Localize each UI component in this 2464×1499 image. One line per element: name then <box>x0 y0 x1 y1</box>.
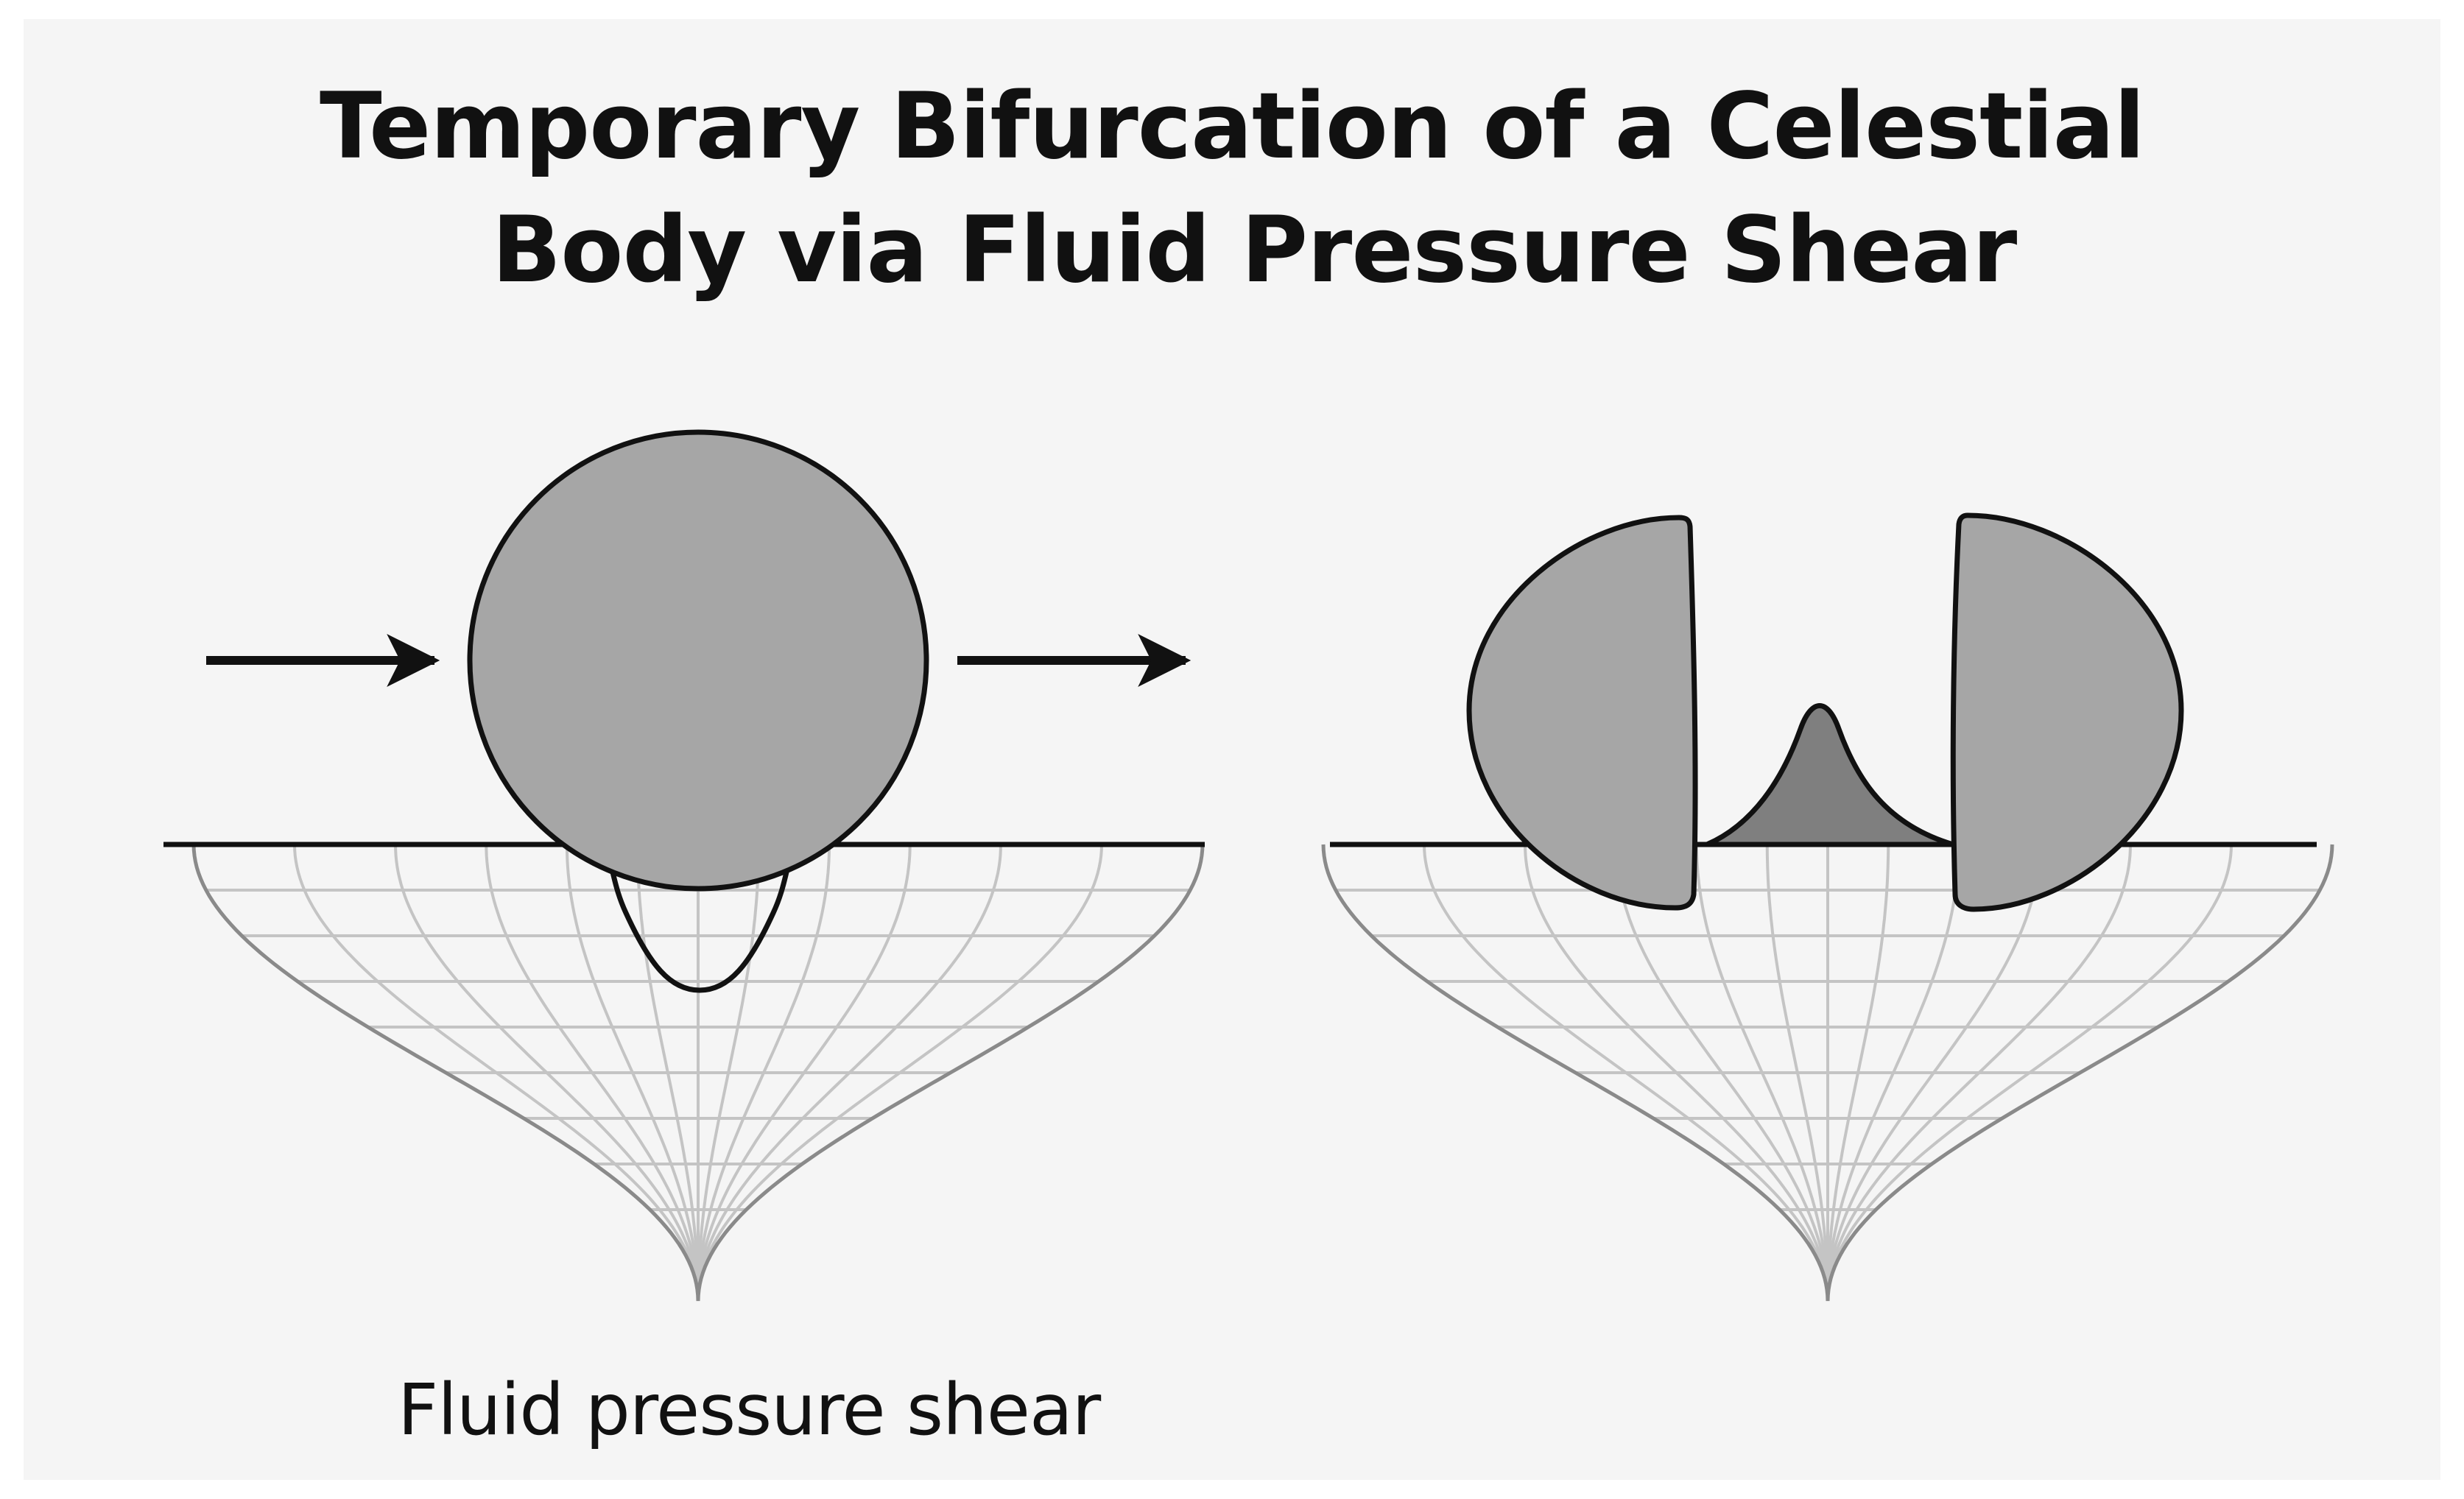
body-half-right <box>1950 512 2184 912</box>
grid-meridian <box>636 844 700 1301</box>
grid-meridian <box>1826 844 2233 1302</box>
left-stage <box>163 429 1205 1302</box>
figure-title: Temporary Bifurcation of a Celestial Bod… <box>0 65 2464 312</box>
grid-meridian <box>1765 844 1829 1301</box>
grid-meridian <box>1614 844 1829 1302</box>
grid-meridian <box>1826 844 2041 1302</box>
grid-meridian <box>565 844 700 1302</box>
gravity-well-outline-right <box>1321 844 2334 1302</box>
title-line-1: Temporary Bifurcation of a Celestial <box>320 74 2145 180</box>
grid-meridian <box>1694 844 1829 1302</box>
grid-meridian <box>1826 844 1961 1302</box>
grid-meridian <box>697 844 761 1301</box>
grid-meridian <box>1826 844 2132 1302</box>
central-peak <box>1706 703 1954 847</box>
grid-meridian <box>697 844 831 1302</box>
grid-meridian <box>1524 844 1829 1302</box>
gravity-well-outline-left <box>191 844 1205 1302</box>
figure-caption: Fluid pressure shear <box>398 1369 1101 1451</box>
gravity-well-grid-left <box>205 844 1191 1302</box>
gravity-well-grid-right <box>1335 844 2320 1302</box>
grid-meridian <box>1423 844 1829 1302</box>
grid-meridian <box>697 844 1103 1302</box>
celestial-body <box>467 429 929 892</box>
body-half-left <box>1466 515 1698 911</box>
grid-meridian <box>1826 844 1890 1301</box>
grid-meridian <box>485 844 700 1302</box>
right-stage <box>1321 512 2334 1302</box>
grid-meridian <box>293 844 700 1302</box>
grid-meridian <box>394 844 700 1302</box>
grid-meridian <box>697 844 912 1302</box>
grid-meridian <box>697 844 1002 1302</box>
title-line-2: Body via Fluid Pressure Shear <box>491 197 2018 303</box>
